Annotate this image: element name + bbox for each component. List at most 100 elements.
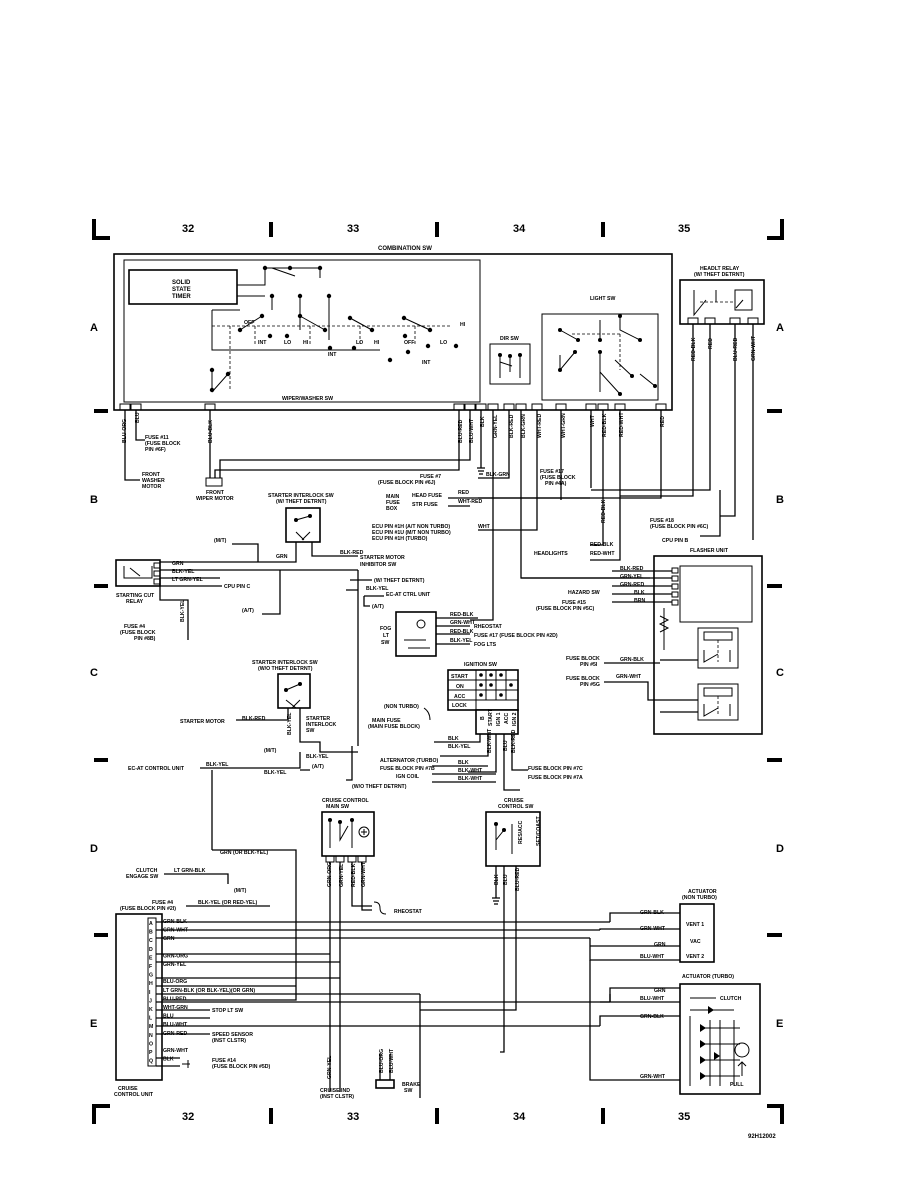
alternator-label: ALTERNATOR (TURBO)	[380, 758, 438, 764]
fuse14-label: FUSE #14	[212, 1058, 236, 1064]
interlock-notheft-title: STARTER INTERLOCK SW	[252, 660, 318, 666]
fuse-7b-label: FUSE BLOCK PIN #7B	[380, 766, 435, 772]
grid-row-label: E	[90, 1018, 97, 1030]
ignition-switch: IGNITION SW START ON ACC LOCK B START IG…	[368, 662, 583, 791]
fuse18-label: (FUSE BLOCK PIN #6C)	[650, 524, 708, 530]
unit-pin-letter: K	[149, 1007, 153, 1013]
unit-pin-wire: GRN-BLK	[163, 919, 187, 925]
unit-pin-letter: H	[149, 981, 153, 987]
fuse7-label: (FUSE BLOCK PIN #6J)	[378, 480, 436, 486]
wire-label: WHT-GRN	[561, 413, 567, 438]
cruise-main-title: MAIN SW	[326, 804, 349, 810]
unit-pin-wire: GRN-RED	[163, 1031, 187, 1037]
wire-label: BLK-WHT	[458, 776, 483, 782]
grid-col-label: 32	[182, 223, 194, 235]
grid-row-label: E	[776, 1018, 783, 1030]
fuse-7a-label: FUSE BLOCK PIN #7A	[528, 775, 583, 781]
washer-motor-label: WASHER	[142, 478, 165, 484]
grn-or-blk-yel-label: GRN (OR BLK-YEL)	[220, 850, 268, 856]
actuator-turbo-title: ACTUATOR (TURBO)	[682, 974, 734, 980]
actuator-title: (NON TURBO)	[682, 895, 717, 901]
clutch-engage-label: CLUTCH	[136, 868, 158, 874]
relay-label: STARTING CUT	[116, 593, 155, 599]
wire-label: BLU-ORG	[122, 419, 128, 443]
ignition-position: START	[451, 674, 469, 680]
unit-side-labels: STOP LT SW SPEED SENSOR (INST CLSTR) FUS…	[114, 1008, 270, 1098]
unit-pin-letter: B	[149, 930, 153, 936]
unit-pin-wire: BLU-ORG	[163, 979, 187, 985]
wire-label: GRN-WHT	[450, 620, 476, 626]
clutch-engage-label: ENGAGE SW	[126, 874, 158, 880]
unit-pin-wire: GRN-YEL	[163, 962, 187, 968]
wire-label: BLK	[494, 874, 500, 885]
wire-label: GRN-BLK	[640, 1014, 664, 1020]
fog-lts-label: FOG LTS	[474, 642, 497, 648]
unit-pin-letter: L	[149, 1016, 153, 1022]
wiper-position: INT	[328, 352, 337, 358]
unit-pin-letter: M	[149, 1024, 153, 1030]
wire-label: BLK-YEL	[306, 754, 329, 760]
actuator-non-turbo: ACTUATOR (NON TURBO) VENT 1 VAC VENT 2 G…	[640, 889, 717, 963]
unit-pin-wire: GRN	[163, 936, 175, 942]
grid-row-label: D	[776, 843, 784, 855]
ignition-position: LOCK	[452, 703, 467, 709]
unit-pin-letter: D	[149, 947, 153, 953]
unit-pin-wire: BLU-WHT	[163, 1022, 188, 1028]
wire-label: BLK-YEL	[448, 744, 471, 750]
grid-row-label: B	[90, 494, 98, 506]
fuse-block-5g-label: FUSE BLOCK	[566, 676, 600, 682]
grid-row-label: D	[90, 843, 98, 855]
wire-label: BLK-YEL	[366, 586, 389, 592]
wiper-position: HI	[374, 340, 380, 346]
wire-label: BLK-GRN	[521, 414, 527, 438]
cruise-sw-position: RES/ACC	[518, 820, 524, 844]
wire-label: GRN	[276, 554, 288, 560]
head-fuse-label: HEAD FUSE	[412, 493, 443, 499]
cruise-ind-label: CRUISE IND	[320, 1088, 350, 1094]
at-label: (A/T)	[312, 764, 324, 770]
wire-label: GRN-WHT	[361, 861, 367, 887]
fog-lt-label: SW	[381, 640, 389, 646]
cruise-sw-title: CRUISE	[504, 798, 524, 804]
timer-label: TIMER	[172, 294, 191, 300]
lt-grn-blk-label: LT GRN-BLK	[174, 868, 206, 874]
starter-interlock-notheft: STARTER INTERLOCK SW (W/O THEFT DETRNT) …	[128, 660, 407, 850]
dir-sw-label: DIR SW	[500, 336, 519, 342]
wire-label: RED-BLK	[450, 612, 474, 618]
interlock-label: INTERLOCK	[306, 722, 337, 728]
fuse15-label: FUSE #15	[562, 600, 586, 606]
fuse7-label: FUSE #7	[420, 474, 441, 480]
inhibitor-sw-label: INHIBITOR SW	[360, 562, 396, 568]
wire-label: BLK-YEL	[172, 569, 195, 575]
ignition-position: ON	[456, 684, 464, 690]
grid-row-label: C	[776, 667, 784, 679]
mt-label: (M/T)	[264, 748, 277, 754]
wire-label: BLU-ORG	[379, 1049, 385, 1073]
fuse18-label: FUSE #18	[650, 518, 674, 524]
actuator-title: ACTUATOR	[688, 889, 717, 895]
fuse-block-5i-label: PIN #5I	[580, 662, 598, 668]
light-sw-label: LIGHT SW	[590, 296, 615, 302]
fuse17-mid-label: FUSE #17 (FUSE BLOCK PIN #2D)	[474, 633, 558, 639]
timer-label: SOLID	[172, 280, 191, 286]
wire-label: RED-BLK	[602, 413, 608, 437]
wire-label: BLU-WHT	[469, 418, 475, 443]
fuse-box-label: BOX	[386, 506, 398, 512]
wire-label: GRN-WHT	[640, 1074, 666, 1080]
drawing-code: 92H12002	[748, 1134, 776, 1140]
ign-terminal: IGN 2	[512, 712, 518, 726]
wire-label: BLU	[503, 740, 509, 751]
unit-pin-wire: BLK	[163, 1057, 174, 1063]
unit-pin-wire: GRN-WHT	[163, 1048, 189, 1054]
fuse4-label: (FUSE BLOCK	[120, 630, 156, 636]
wire-label: BLK	[480, 416, 486, 427]
wire-label: BLK	[448, 736, 459, 742]
wire-label: BLU-WHT	[640, 996, 665, 1002]
unit-label: CONTROL UNIT	[114, 1092, 154, 1098]
ignition-title: IGNITION SW	[464, 662, 497, 668]
fuse-block-5i-label: FUSE BLOCK	[566, 656, 600, 662]
unit-pin-letter: C	[149, 938, 153, 944]
unit-pin-wire: GRN-WHT	[163, 928, 189, 934]
frame-marks	[92, 219, 784, 1124]
